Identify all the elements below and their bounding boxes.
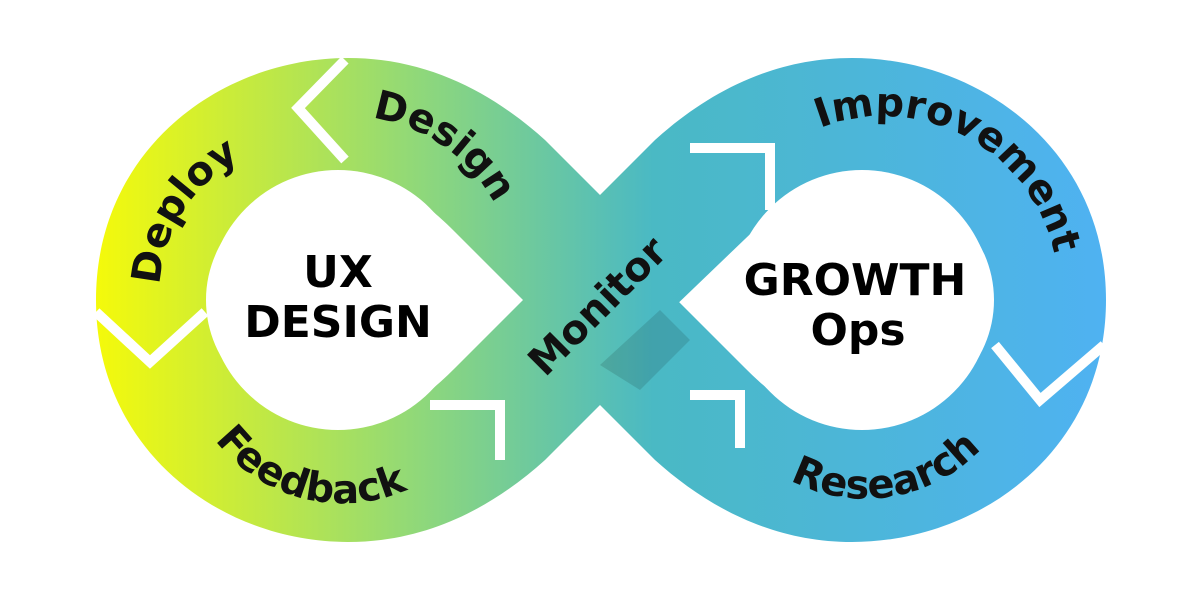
- right-hole: [732, 170, 992, 430]
- left-center-line1: UX: [303, 247, 373, 298]
- right-center-line2: Ops: [810, 305, 905, 356]
- infinity-band: [92, 56, 1108, 542]
- separator-improvement: [991, 341, 1108, 408]
- separator-design: [291, 56, 349, 164]
- separator-feedback: [430, 400, 505, 460]
- separator-research: [690, 390, 745, 448]
- left-center-line2: DESIGN: [244, 297, 432, 348]
- monitor-bar: [430, 150, 770, 455]
- separator-monitor: [690, 143, 775, 210]
- monitor-bar-shadow: [600, 310, 690, 390]
- left-hole: [208, 170, 468, 430]
- right-center-line1: GROWTH: [744, 255, 967, 306]
- separator-deploy-feedback: [92, 308, 209, 369]
